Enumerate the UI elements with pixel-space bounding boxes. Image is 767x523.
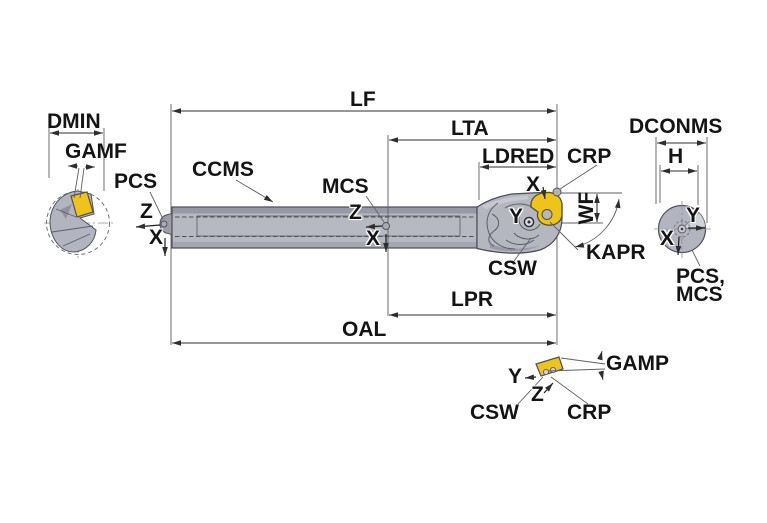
dim-label-dconms: DCONMS <box>629 115 723 138</box>
mcs-origin-point <box>382 222 390 230</box>
detail-y-axis-label: Y <box>508 365 523 388</box>
shank-end-view <box>654 201 711 258</box>
gamf-angle <box>68 163 95 199</box>
insert-detail <box>535 356 564 377</box>
reference-points <box>160 187 562 230</box>
cutting-head <box>476 191 563 254</box>
pcs-z-axis-arrow <box>135 223 161 230</box>
label-csw: CSW <box>488 257 537 280</box>
tool-shank <box>159 206 478 249</box>
end-view-x-axis-arrow <box>675 236 682 256</box>
pcs-origin-point <box>160 220 168 228</box>
crp-point <box>552 187 562 197</box>
mcs-z-axis-arrow <box>365 223 383 230</box>
dim-label-ldred: LDRED <box>482 145 555 168</box>
head-x-axis-label: X <box>526 173 541 196</box>
label-crp: CRP <box>567 145 612 168</box>
label-csw-detail: CSW <box>470 401 519 424</box>
dim-label-dmin: DMIN <box>47 110 101 133</box>
detail-z-axis-label: Z <box>531 383 544 406</box>
dim-label-h: H <box>668 145 684 168</box>
dim-label-lf: LF <box>350 88 376 111</box>
kapr-angle <box>549 198 621 251</box>
angle-label-kapr: KAPR <box>586 241 646 264</box>
leader-lines <box>149 164 701 267</box>
dim-label-lpr: LPR <box>451 288 493 311</box>
angle-label-gamf: GAMF <box>65 140 127 163</box>
mcs-z-axis-label: Z <box>349 201 362 224</box>
head-x-axis-arrow <box>540 186 547 200</box>
mcs-x-axis-label: X <box>366 227 381 250</box>
pcs-x-axis-label: X <box>149 226 164 249</box>
angle-label-gamp: GAMP <box>606 352 669 375</box>
label-ccms: CCMS <box>192 158 254 181</box>
label-pcs-mcs-line1: PCS, <box>676 265 726 288</box>
detail-z-axis-arrow <box>543 382 554 394</box>
head-y-axis-label: Y <box>509 205 524 228</box>
dim-label-lta: LTA <box>451 117 489 140</box>
dim-label-wf: WF <box>574 191 598 225</box>
label-mcs: MCS <box>322 175 369 198</box>
end-view-y-axis-label: Y <box>686 204 701 227</box>
label-pcs-mcs-line2: MCS <box>676 283 723 306</box>
label-crp-detail: CRP <box>567 401 612 424</box>
front-view <box>44 189 113 258</box>
axis-arrows <box>135 186 705 394</box>
pcs-z-axis-label: Z <box>140 200 153 223</box>
insert-front-view <box>70 191 94 218</box>
end-view-x-axis-label: X <box>660 227 675 250</box>
cutting-insert <box>530 191 563 226</box>
internal-bore-outline <box>196 215 461 237</box>
label-pcs: PCS <box>114 170 158 193</box>
dim-label-oal: OAL <box>342 318 387 341</box>
detail-y-axis-arrow <box>524 374 537 380</box>
insert-side-view <box>517 350 606 405</box>
